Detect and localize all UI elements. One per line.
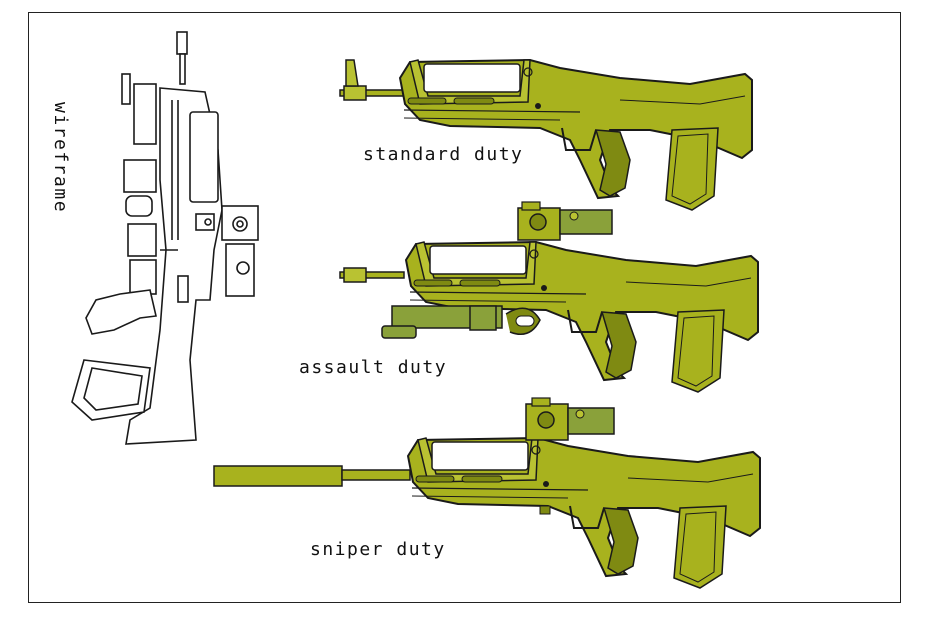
- standard-rifle-drawing: [339, 59, 753, 211]
- wireframe-caption: wireframe: [50, 102, 71, 214]
- sniper-rifle-drawing: [213, 397, 761, 589]
- standard-duty-caption: standard duty: [363, 144, 524, 165]
- assault-rifle-drawing: [339, 201, 759, 393]
- assault-duty-caption: assault duty: [299, 357, 448, 378]
- wireframe-rifle-drawing: [71, 31, 259, 445]
- sniper-duty-caption: sniper duty: [310, 539, 446, 560]
